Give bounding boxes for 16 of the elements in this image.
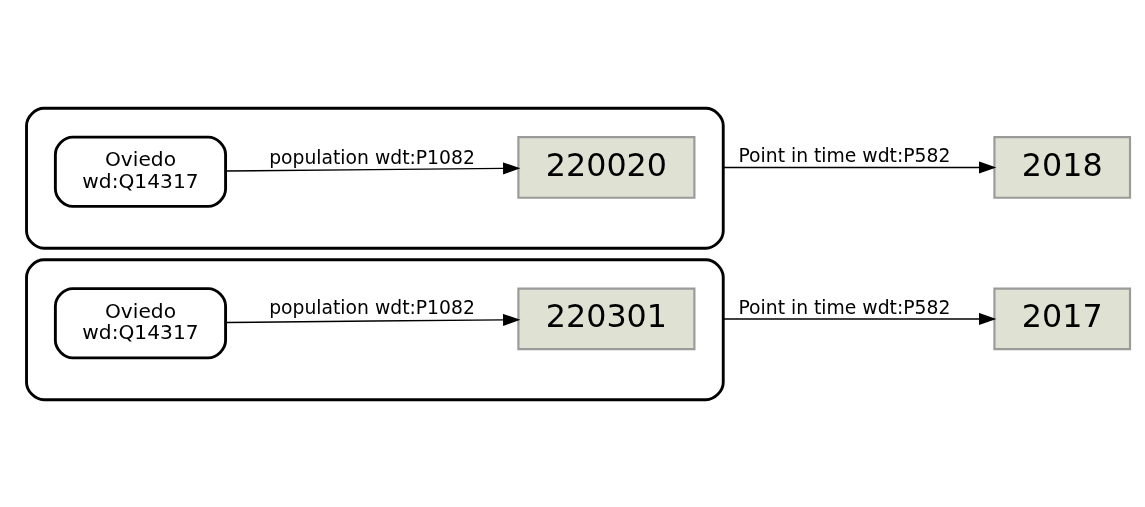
arrow bbox=[225, 313, 521, 326]
node-box: 2017 bbox=[993, 287, 1132, 350]
node-box: 2018 bbox=[993, 135, 1132, 199]
cluster bbox=[25, 106, 725, 250]
node-box: Oviedo wd:Q14317 bbox=[53, 135, 227, 208]
edge-label: population wdt:P1082 bbox=[269, 296, 475, 318]
cluster bbox=[25, 257, 725, 401]
edge-label: population wdt:P1082 bbox=[269, 146, 475, 168]
arrow bbox=[225, 161, 521, 174]
arrow bbox=[722, 312, 997, 325]
node-box: Oviedo wd:Q14317 bbox=[53, 286, 227, 359]
arrow bbox=[722, 160, 997, 173]
node-box: 220301 bbox=[517, 287, 696, 350]
edge-label: Point in time wdt:P582 bbox=[738, 296, 951, 318]
edge-label: Point in time wdt:P582 bbox=[738, 144, 951, 166]
node-box: 220020 bbox=[517, 135, 696, 199]
